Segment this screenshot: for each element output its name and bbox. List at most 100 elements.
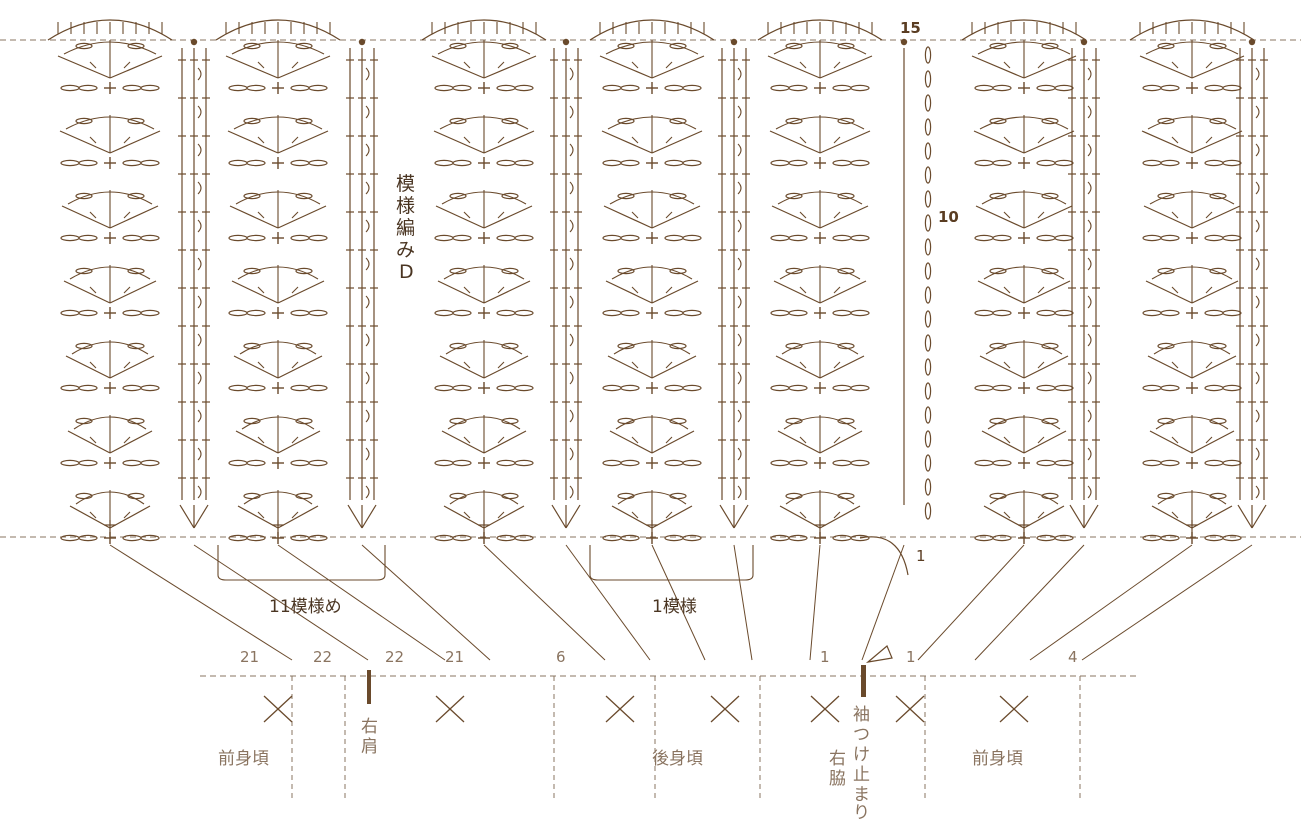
fan-arm-left: [62, 206, 110, 228]
pattern-name-label: 模 様 編 み D: [396, 173, 415, 283]
rib-twist: [1088, 106, 1091, 118]
rib-column: [718, 39, 750, 528]
chain-stitch: [621, 460, 639, 465]
dc-stitch: [498, 287, 504, 293]
connector-line: [362, 545, 490, 660]
chain-stitch: [450, 268, 466, 273]
dc-stitch: [292, 137, 298, 143]
foundation-row: [200, 646, 1140, 800]
svg-text:み: み: [396, 239, 415, 261]
rib-twist: [1256, 410, 1259, 422]
chain-stitch: [61, 160, 79, 165]
chain-stitch: [1055, 160, 1073, 165]
chain-stitch: [1161, 535, 1179, 540]
rib-twist: [1088, 296, 1091, 308]
repeats-bracket: [218, 545, 385, 580]
fan-arm-left: [64, 281, 110, 303]
chain-stitch: [79, 235, 97, 240]
stitch-count-6: 6: [556, 648, 566, 666]
fan-arm-right: [484, 56, 536, 78]
chain-stitch: [515, 160, 533, 165]
fan-arm-left: [776, 356, 820, 378]
rib-twist: [366, 448, 369, 460]
chain-stitch: [1143, 160, 1161, 165]
dc-stitch: [666, 437, 672, 443]
fan-arm-left: [772, 206, 820, 228]
svg-text:右: 右: [361, 717, 378, 737]
dc-stitch: [258, 437, 264, 443]
fan-motif: [48, 20, 172, 544]
fan-arm-right: [820, 356, 864, 378]
chain-stitch: [838, 193, 854, 198]
rib-twist: [1256, 486, 1259, 498]
fan-arm-left: [980, 356, 1024, 378]
chain-stitch: [1037, 310, 1055, 315]
chain-stitch: [1042, 193, 1058, 198]
dc-stitch: [258, 362, 264, 368]
chain-stitch: [502, 193, 518, 198]
chain-stitch: [993, 235, 1011, 240]
rib-base-left: [348, 505, 362, 528]
chain-stitch: [1205, 385, 1223, 390]
svg-text:D: D: [399, 261, 414, 283]
svg-text:止: 止: [853, 765, 870, 785]
chain-stitch: [993, 160, 1011, 165]
dc-stitch: [1206, 362, 1212, 368]
rib-twist: [198, 144, 201, 156]
chain-stitch: [789, 535, 807, 540]
chain-stitch: [247, 235, 265, 240]
slip-stitch-dot: [901, 39, 907, 45]
chain-stitch: [515, 385, 533, 390]
fan-arm-right: [484, 356, 528, 378]
fan-motif: [590, 20, 714, 544]
edge-chain: [925, 119, 930, 135]
dc-stitch: [1004, 62, 1010, 68]
chain-stitch: [851, 310, 869, 315]
chain-stitch: [665, 310, 683, 315]
fan-arm-right: [278, 131, 328, 153]
chain-stitch: [1205, 160, 1223, 165]
fan-arm-right: [1024, 356, 1068, 378]
chain-stitch: [453, 460, 471, 465]
chain-stitch: [1055, 385, 1073, 390]
rib-twist: [198, 372, 201, 384]
svg-text:様: 様: [396, 195, 415, 217]
chain-stitch: [1055, 85, 1073, 90]
dc-stitch: [1038, 137, 1044, 143]
dc-stitch: [1172, 137, 1178, 143]
dc-stitch: [666, 362, 672, 368]
dc-stitch: [800, 137, 806, 143]
chain-stitch: [128, 268, 144, 273]
chain-stitch: [603, 160, 621, 165]
rib-twist: [1256, 448, 1259, 460]
fan-arm-left: [774, 281, 820, 303]
dc-stitch: [1172, 287, 1178, 293]
chain-stitch: [1161, 460, 1179, 465]
dc-stitch: [464, 62, 470, 68]
rib-twist: [366, 486, 369, 498]
row-number-15: 15: [900, 19, 921, 37]
stitch-count-4: 4: [1068, 648, 1078, 666]
rib-twist: [738, 220, 741, 232]
chain-stitch: [1223, 310, 1241, 315]
rib-base-right: [1252, 505, 1266, 528]
chain-stitch: [603, 460, 621, 465]
rib-twist: [570, 448, 573, 460]
rib-twist: [1088, 220, 1091, 232]
edge-chain: [925, 71, 930, 87]
chain-stitch: [79, 460, 97, 465]
dc-stitch: [666, 287, 672, 293]
chain-stitch: [128, 193, 144, 198]
dc-stitch: [1206, 437, 1212, 443]
edge-chain: [925, 503, 930, 519]
connector-line: [862, 545, 904, 660]
chain-stitch: [497, 310, 515, 315]
chain-stitch: [975, 385, 993, 390]
fan-arm-right: [110, 431, 152, 453]
chain-stitch: [247, 310, 265, 315]
chain-stitch: [993, 310, 1011, 315]
one-repeat-bracket: [590, 545, 753, 580]
rib-twist: [1256, 68, 1259, 80]
connector-line: [734, 545, 752, 660]
chain-stitch: [603, 385, 621, 390]
